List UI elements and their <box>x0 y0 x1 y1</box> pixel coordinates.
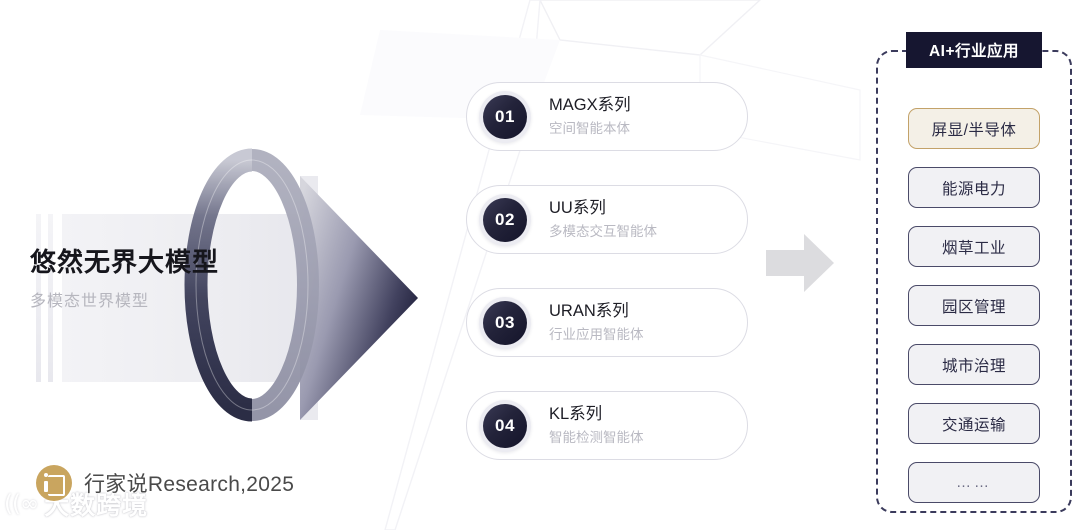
page-subtitle: 多模态世界模型 <box>30 292 150 310</box>
source-label: 行家说Research,2025 <box>84 473 295 496</box>
number-badge: 04 <box>483 403 527 448</box>
number-badge: 01 <box>483 94 527 139</box>
hangjiashuo-logo-icon <box>36 465 72 501</box>
series-card-subtitle: 行业应用智能体 <box>549 327 644 343</box>
number-badge-ring: 01 <box>479 90 531 143</box>
big-gradient-arrow <box>36 148 418 422</box>
panel-header: AI+行业应用 <box>906 32 1042 68</box>
series-card-title: KL系列 <box>549 404 603 423</box>
number-badge-ring: 04 <box>479 399 531 452</box>
series-card-subtitle: 多模态交互智能体 <box>549 224 657 240</box>
number-badge: 02 <box>483 197 527 242</box>
series-card[interactable]: 03 URAN系列 行业应用智能体 <box>466 288 748 357</box>
logo-box-shape <box>47 474 65 496</box>
series-card-text: URAN系列 行业应用智能体 <box>549 302 644 344</box>
series-card[interactable]: 02 UU系列 多模态交互智能体 <box>466 185 748 254</box>
number-badge: 03 <box>483 300 527 345</box>
watermark-mark-icon: ((∞ <box>4 491 39 517</box>
series-card-title: UU系列 <box>549 198 606 217</box>
series-card-list: 01 MAGX系列 空间智能本体 02 UU系列 多模态交互智能体 03 URA… <box>466 82 748 460</box>
industry-chip-transportation[interactable]: 交通运输 <box>908 403 1040 444</box>
page-title: 悠然无界大模型 <box>30 247 220 277</box>
industry-chip-urban-governance[interactable]: 城市治理 <box>908 344 1040 385</box>
watermark: ((∞ 大数跨境 <box>4 486 148 522</box>
logo-glyph <box>43 472 65 496</box>
industry-chip-tobacco[interactable]: 烟草工业 <box>908 226 1040 267</box>
industry-chip-screen-semiconductor[interactable]: 屏显/半导体 <box>908 108 1040 149</box>
source-credit: 行家说Research,2025 <box>36 465 294 501</box>
series-card[interactable]: 01 MAGX系列 空间智能本体 <box>466 82 748 151</box>
series-card-text: MAGX系列 空间智能本体 <box>549 96 631 138</box>
series-card-title: MAGX系列 <box>549 95 631 114</box>
right-arrow-icon <box>766 234 834 292</box>
number-badge-ring: 02 <box>479 193 531 246</box>
industry-chip-list: 屏显/半导体 能源电力 烟草工业 园区管理 城市治理 交通运输 …… <box>908 108 1040 503</box>
logo-dot-shape <box>43 472 48 477</box>
series-card[interactable]: 04 KL系列 智能检测智能体 <box>466 391 748 460</box>
industry-chip-energy-power[interactable]: 能源电力 <box>908 167 1040 208</box>
series-card-subtitle: 空间智能本体 <box>549 121 630 137</box>
series-card-subtitle: 智能检测智能体 <box>549 430 644 446</box>
industry-chip-more[interactable]: …… <box>908 462 1040 503</box>
series-card-text: KL系列 智能检测智能体 <box>549 405 644 447</box>
industry-chip-park-management[interactable]: 园区管理 <box>908 285 1040 326</box>
series-card-text: UU系列 多模态交互智能体 <box>549 199 657 241</box>
logo-bar-shape <box>43 480 48 492</box>
number-badge-ring: 03 <box>479 296 531 349</box>
hero-title-block: 悠然无界大模型 多模态世界模型 <box>30 247 360 311</box>
series-card-title: URAN系列 <box>549 301 629 320</box>
left-hero: 悠然无界大模型 多模态世界模型 <box>0 0 450 530</box>
